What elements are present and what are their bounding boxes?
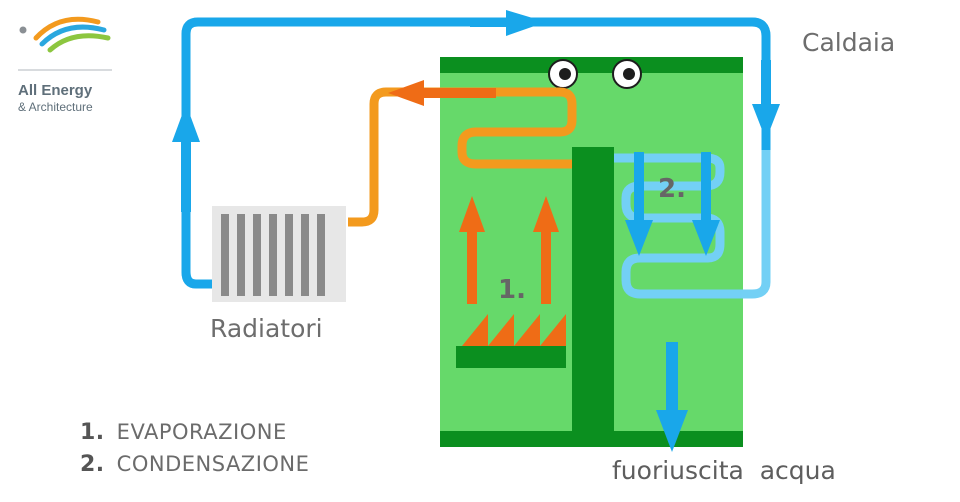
logo-mark bbox=[18, 16, 112, 71]
water-outlet-arrow bbox=[656, 342, 688, 452]
water-outlet-label: fuoriuscita acqua bbox=[612, 456, 836, 485]
logo-line2: & Architecture bbox=[18, 100, 93, 114]
hot-water-arrow bbox=[388, 80, 496, 106]
boiler-eyes bbox=[548, 59, 642, 89]
cold-water-pipe-outer bbox=[181, 17, 771, 289]
legend-number-1: 1. bbox=[80, 420, 105, 445]
boiler-top-bar bbox=[440, 57, 743, 73]
legend-item-2: 2. CONDENSAZIONE bbox=[80, 452, 309, 477]
cold-flow-arrows bbox=[172, 10, 780, 212]
burner-base bbox=[456, 346, 566, 368]
legend-number-2: 2. bbox=[80, 452, 105, 477]
radiators-label: Radiatori bbox=[210, 314, 323, 343]
marker-2: 2. bbox=[658, 174, 686, 204]
condensation-arrows bbox=[625, 152, 720, 256]
logo-line1: All Energy bbox=[18, 82, 93, 99]
radiator bbox=[212, 206, 346, 302]
legend-text-1: EVAPORAZIONE bbox=[116, 420, 287, 444]
hot-water-pipe bbox=[348, 87, 577, 227]
evaporation-arrows bbox=[459, 196, 559, 304]
legend-text-2: CONDENSAZIONE bbox=[116, 452, 310, 476]
boiler-center-column bbox=[572, 147, 614, 437]
boiler-label: Caldaia bbox=[802, 28, 896, 57]
marker-1: 1. bbox=[498, 275, 526, 305]
logo-text: All Energy & Architecture bbox=[18, 82, 93, 114]
flames bbox=[462, 314, 566, 346]
legend-item-1: 1. EVAPORAZIONE bbox=[80, 420, 287, 445]
